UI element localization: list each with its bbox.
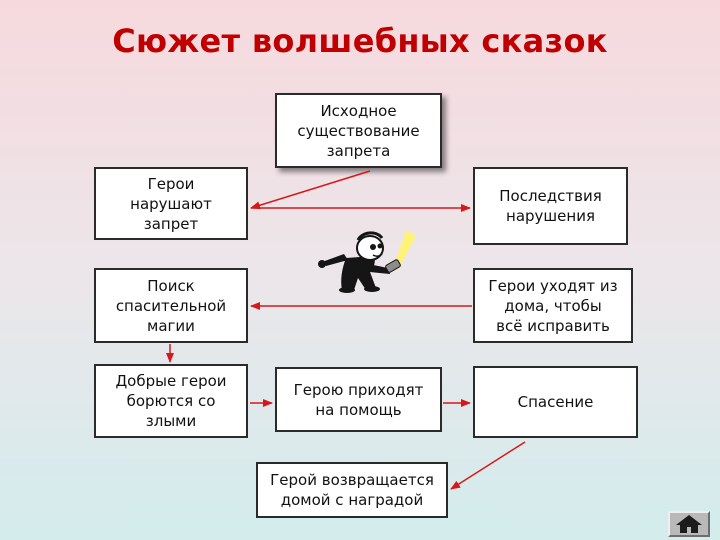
box-consequences: Последствия нарушения [473,167,628,245]
box-heroes-leave-label: Герои уходят из дома, чтобы всё исправит… [488,276,618,335]
box-initial-existence-label: Исходное существование запрета [297,101,420,160]
box-hero-returns: Герой возвращается домой с наградой [256,462,448,518]
box-hero-returns-label: Герой возвращается домой с наградой [270,471,434,509]
box-initial-existence: Исходное существование запрета [275,93,442,168]
box-help-arrives: Герою приходят на помощь [275,367,442,432]
home-button[interactable] [668,511,710,537]
box-good-vs-evil-label: Добрые герои борются со злыми [115,372,227,430]
home-icon [676,515,702,533]
arrow-initial-to-violate [250,170,371,210]
arrow-rescue-to-return [450,441,526,490]
box-help-arrives-label: Герою приходят на помощь [293,380,424,419]
box-rescue: Спасение [473,366,638,438]
box-heroes-leave: Герои уходят из дома, чтобы всё исправит… [473,268,633,343]
box-search-magic-label: Поиск спасительной магии [115,276,227,335]
box-heroes-violate: Герои нарушают запрет [94,167,248,240]
box-consequences-label: Последствия нарушения [499,187,602,225]
box-heroes-violate-label: Герои нарушают запрет [130,174,212,233]
page-title: Сюжет волшебных сказок [112,22,608,60]
box-good-vs-evil: Добрые герои борются со злыми [94,364,248,438]
box-search-magic: Поиск спасительной магии [94,268,248,343]
detective-with-flashlight-icon [318,230,416,293]
box-rescue-label: Спасение [517,393,594,411]
